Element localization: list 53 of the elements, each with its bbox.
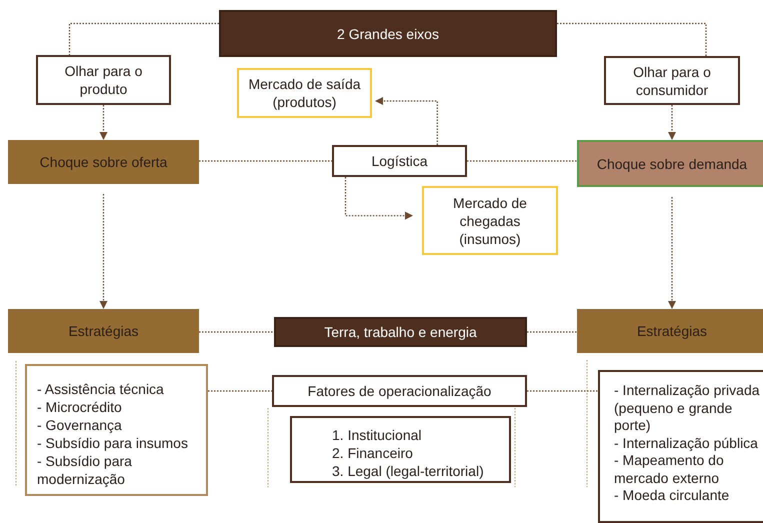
process-box xyxy=(36,55,171,105)
connector-line xyxy=(208,390,272,392)
connector-line xyxy=(68,22,219,55)
arrow xyxy=(100,105,108,140)
arrow xyxy=(375,97,438,145)
node-label: Terra, trabalho e energia xyxy=(324,323,477,341)
process-box xyxy=(332,145,467,177)
node-label: Estratégias xyxy=(68,322,139,340)
list-item: - Moeda circulante xyxy=(614,487,730,504)
list-item: - Subsídio para modernização xyxy=(37,452,133,488)
node-label: Mercado de saída (produtos) xyxy=(247,75,362,111)
node-label: 2 Grandes eixos xyxy=(337,24,439,42)
node-label: Mercado de chegadas (insumos) xyxy=(452,194,528,248)
process-box xyxy=(604,56,740,105)
connector-line xyxy=(467,160,577,162)
node-label: Choque sobre oferta xyxy=(40,153,168,171)
arrow xyxy=(344,177,413,220)
node-label: Choque sobre demanda xyxy=(596,154,748,172)
connector-line xyxy=(527,331,577,333)
category-box xyxy=(577,309,763,353)
category-box xyxy=(8,140,199,184)
node-label: Estratégias xyxy=(636,322,708,340)
list-item: - Subsídio para insumos xyxy=(37,434,188,452)
process-box xyxy=(290,416,511,483)
arrow xyxy=(668,105,676,140)
list-item: - Microcrédito xyxy=(37,398,122,416)
heading-box xyxy=(274,317,527,347)
process-box xyxy=(598,370,763,523)
list-item: - Internalização privada (pequeno e grande porte) xyxy=(614,382,760,434)
list-item: - Governança xyxy=(37,416,122,434)
market-box xyxy=(237,68,372,118)
connector-line xyxy=(199,331,274,333)
node-label: Logística xyxy=(371,152,428,170)
process-box xyxy=(272,375,527,407)
list-box xyxy=(25,364,208,496)
connector-line xyxy=(527,390,598,392)
list-item: 2. Financeiro xyxy=(332,444,413,462)
node-label: Olhar para o produto xyxy=(64,62,144,98)
node-label: Fatores de operacionalização xyxy=(308,382,492,400)
list-item: - Internalização pública xyxy=(614,434,758,452)
node-label: Olhar para o consumidor xyxy=(632,62,712,98)
list-item: 1. Institucional xyxy=(332,426,422,444)
list-item: - Assistência técnica xyxy=(37,380,164,398)
category-box xyxy=(8,309,199,353)
list-item: - Mapeamento do mercado externo xyxy=(614,452,725,487)
arrow xyxy=(100,194,108,309)
connector-line xyxy=(557,22,707,56)
list-item: 3. Legal (legal-territorial) xyxy=(332,462,484,480)
market-box xyxy=(422,186,558,255)
arrow xyxy=(668,197,676,309)
category-box xyxy=(577,140,763,187)
heading-box xyxy=(219,10,557,57)
connector-line xyxy=(199,160,332,162)
